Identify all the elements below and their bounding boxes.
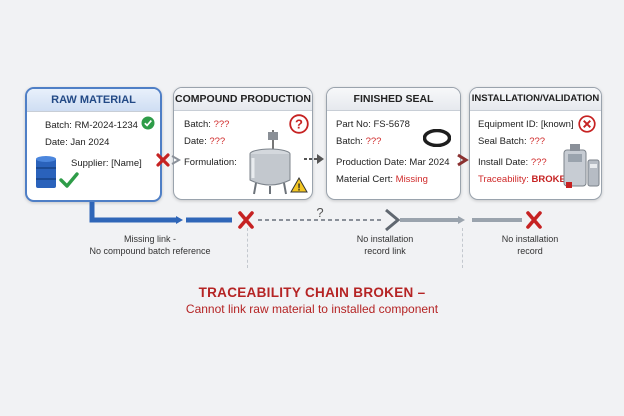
warning-icon: !: [290, 177, 308, 193]
seal-ring-icon: [423, 129, 451, 147]
seal-batch-field: Seal Batch: ???: [478, 136, 545, 147]
equipment-machine-icon: [563, 144, 600, 188]
chevron-arrow-icon: [457, 153, 469, 167]
batch-label: Batch:: [184, 119, 211, 130]
chain-broken-headline: TRACEABILITY CHAIN BROKEN –: [198, 285, 426, 300]
batch-field: Batch: ???: [336, 136, 381, 147]
stage-card-compound-production: COMPOUND PRODUCTION Batch: ??? Date: ???…: [173, 87, 313, 200]
dotted-arrow-icon: [304, 154, 324, 164]
gap-note-missing-link: Missing link - No compound batch referen…: [70, 233, 230, 257]
batch-field: Batch: RM-2024-1234: [45, 120, 138, 131]
date-value: ???: [209, 136, 226, 147]
link-flow-diagram: [89, 202, 542, 232]
mixing-tank-icon: [249, 130, 291, 195]
stage-card-installation-validation: INSTALLATION/VALIDATION Equipment ID: [k…: [469, 87, 602, 200]
chain-broken-subline: Cannot link raw material to installed co…: [185, 302, 439, 316]
svg-text:?: ?: [295, 117, 303, 132]
gap-note-line: Missing link - No compound batch referen…: [89, 234, 211, 256]
material-cert-value: Missing: [395, 174, 428, 185]
stage-card-finished-seal: FINISHED SEAL Part No: FS-5678 Batch: ??…: [326, 87, 461, 200]
stage-title: RAW MATERIAL: [27, 89, 160, 112]
part-number-field: Part No: FS-5678: [336, 119, 410, 130]
x-circle-icon: [578, 115, 596, 133]
equipment-id-field: Equipment ID: [known]: [478, 119, 574, 130]
gap-note-line: No installation record: [501, 234, 559, 256]
drum-icon: [36, 156, 56, 188]
checkmark-icon: [59, 172, 79, 188]
gap-note-installation-record: No installation record: [480, 233, 580, 257]
svg-text:!: !: [297, 183, 300, 194]
question-circle-icon: ?: [289, 114, 309, 134]
divider: [462, 228, 463, 268]
material-cert-field: Material Cert: Missing: [336, 174, 428, 185]
install-date-field: Install Date: ???: [478, 157, 547, 168]
stage-card-raw-material: RAW MATERIAL Batch: RM-2024-1234 Date: J…: [25, 87, 162, 202]
batch-label: Batch:: [336, 136, 363, 147]
check-circle-icon: [141, 116, 155, 130]
date-field: Date: ???: [184, 136, 225, 147]
formulation-field: Formulation:: [184, 157, 237, 168]
install-date-value: ???: [530, 157, 547, 168]
seal-batch-value: ???: [529, 136, 546, 147]
traceability-label: Traceability:: [478, 174, 529, 185]
date-field: Date: Jan 2024: [45, 137, 110, 148]
traceability-value: BROKEN: [531, 174, 573, 185]
batch-field: Batch: ???: [184, 119, 229, 130]
gap-note-installation-record-link: No installation record link: [330, 233, 440, 257]
seal-batch-label: Seal Batch:: [478, 136, 527, 147]
unknown-link-mark: ?: [316, 205, 324, 220]
divider: [247, 228, 248, 268]
batch-value: ???: [365, 136, 382, 147]
broken-link-x-arrow-icon: [156, 153, 182, 167]
date-label: Date:: [184, 136, 207, 147]
traceability-field: Traceability: BROKEN: [478, 174, 573, 185]
stage-title: COMPOUND PRODUCTION: [174, 88, 312, 111]
batch-value: ???: [213, 119, 230, 130]
install-date-label: Install Date:: [478, 157, 529, 168]
stage-title: INSTALLATION/VALIDATION: [470, 88, 601, 111]
supplier-field: Supplier: [Name]: [71, 158, 142, 169]
gap-note-line: No installation record link: [356, 234, 414, 256]
production-date-field: Production Date: Mar 2024: [336, 157, 450, 168]
material-cert-label: Material Cert:: [336, 174, 394, 185]
stage-title: FINISHED SEAL: [327, 88, 460, 111]
